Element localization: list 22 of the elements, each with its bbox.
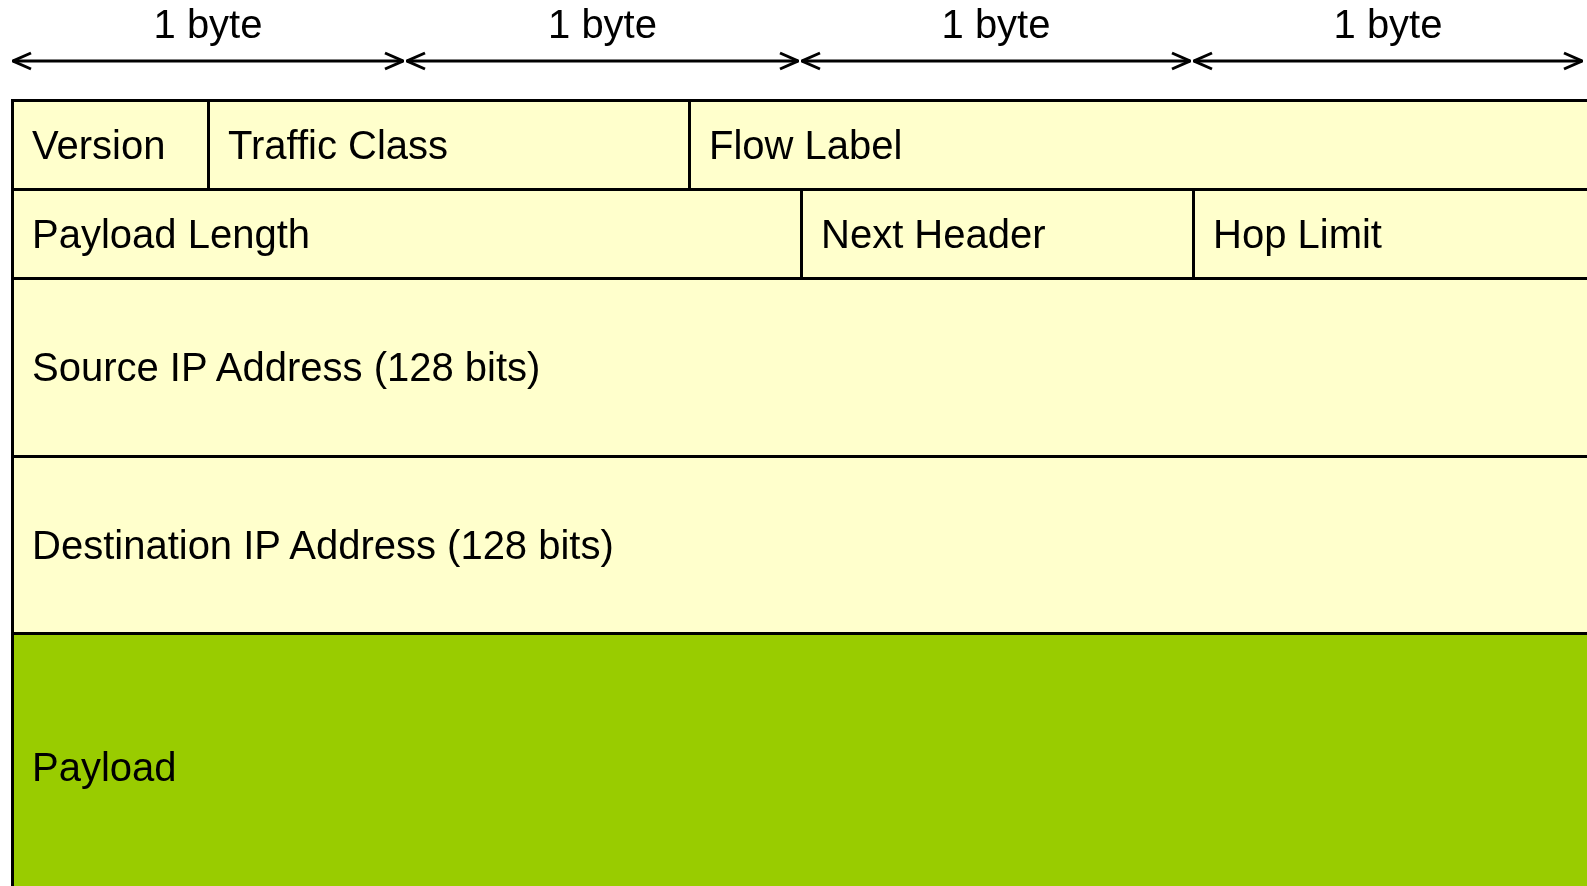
field-cell bbox=[11, 99, 210, 191]
field-name: Next Header bbox=[821, 211, 1046, 257]
field-cell bbox=[688, 99, 1587, 191]
field-name: Version bbox=[32, 122, 166, 168]
field-name: Payload bbox=[32, 745, 177, 790]
field-name: Payload Length bbox=[32, 211, 310, 257]
field-name: Hop Limit bbox=[1213, 211, 1382, 257]
field-name: Destination IP Address (128 bits) bbox=[32, 522, 614, 568]
field-cell bbox=[1192, 188, 1587, 280]
dimension-label: 1 byte bbox=[941, 2, 1051, 47]
field-cell bbox=[11, 277, 1587, 458]
dimension-label: 1 byte bbox=[153, 2, 263, 47]
dimension-label: 1 byte bbox=[548, 2, 657, 47]
field-cell bbox=[11, 632, 1587, 886]
field-cell bbox=[207, 99, 691, 191]
field-cell bbox=[11, 188, 803, 280]
field-cell bbox=[11, 455, 1587, 635]
dimension-label: 1 byte bbox=[1333, 2, 1443, 47]
field-cell bbox=[800, 188, 1195, 280]
field-name: Source IP Address (128 bits) bbox=[32, 345, 541, 390]
field-name: Traffic Class bbox=[228, 122, 449, 168]
field-name: Flow Label bbox=[709, 122, 903, 168]
